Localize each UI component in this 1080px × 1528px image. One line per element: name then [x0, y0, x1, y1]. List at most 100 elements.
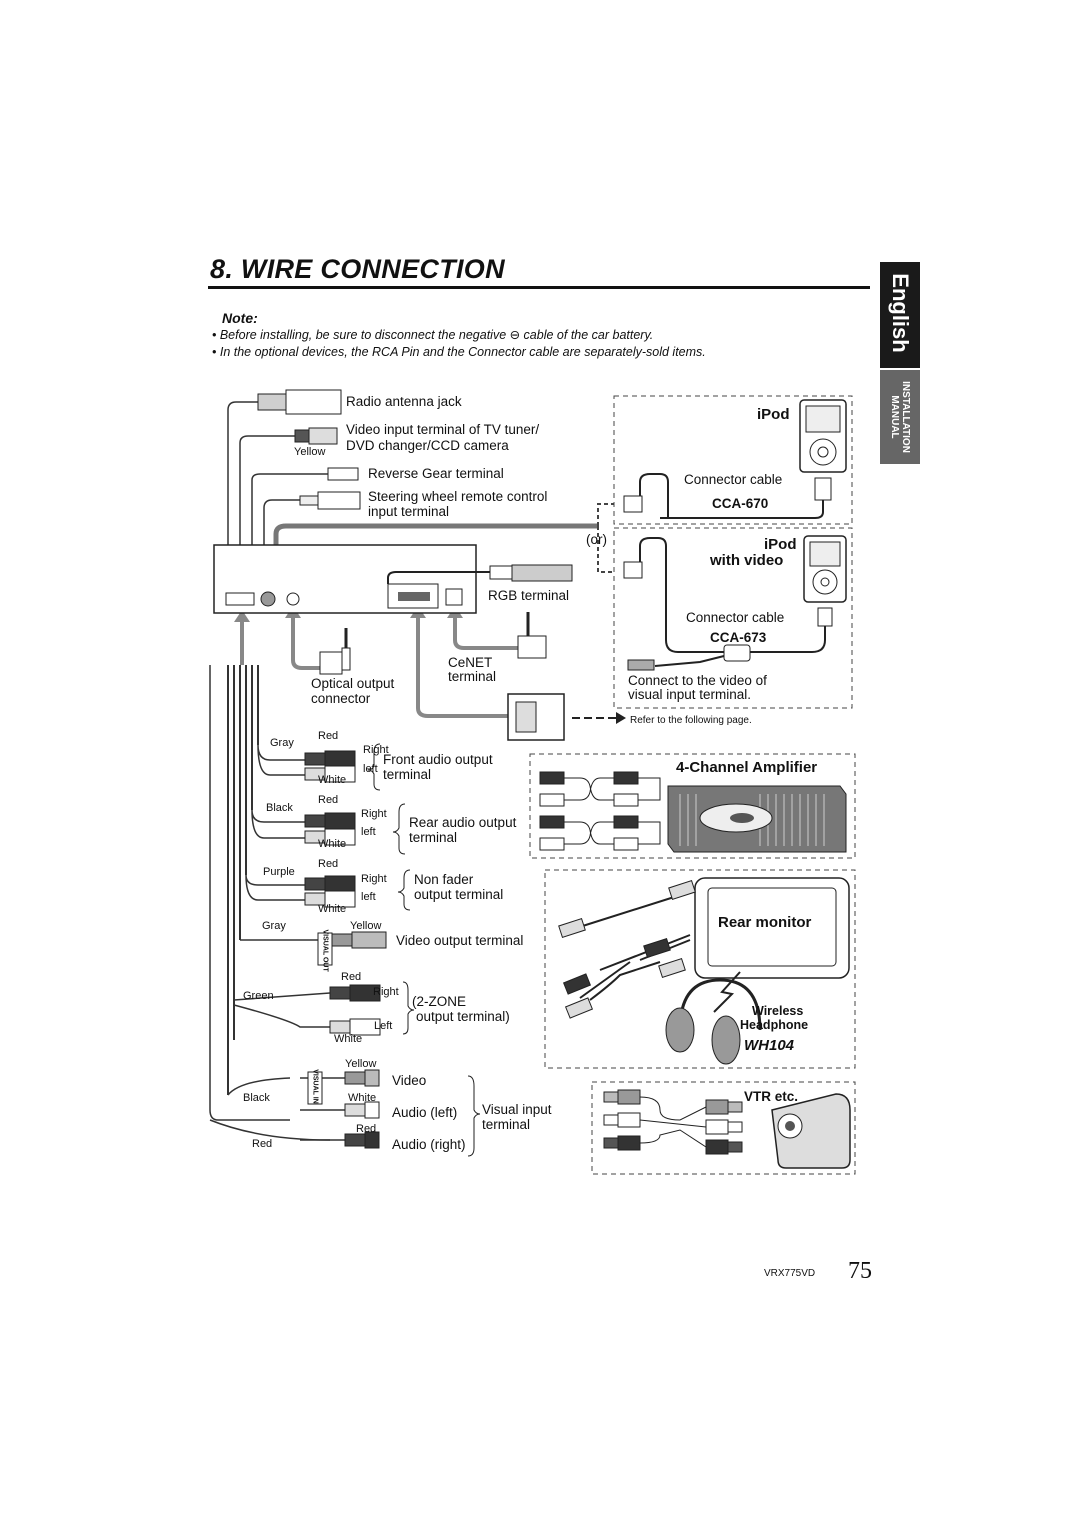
- or-label: (or): [586, 532, 607, 547]
- antenna-plug: [257, 393, 287, 411]
- zone-white: White: [334, 1033, 363, 1045]
- reverse-plug: [327, 467, 359, 481]
- rear-wire-color: Black: [266, 802, 293, 814]
- connect-video-label-2: visual input terminal.: [628, 687, 752, 702]
- monitor-box: [544, 869, 856, 1069]
- front-output-label-2: terminal: [383, 767, 432, 782]
- cenet-plug: [517, 635, 547, 659]
- vtr-label: VTR etc.: [744, 1089, 799, 1104]
- zone-wire-color: Green: [243, 990, 274, 1002]
- ipod-box: [613, 395, 853, 525]
- visual-in-white: White: [348, 1092, 377, 1104]
- ipod-cable-label: Connector cable: [684, 472, 783, 487]
- visual-out-plug-label: VISUAL OUT: [321, 929, 329, 972]
- rear-output-label-2: terminal: [409, 830, 458, 845]
- page-number: 75: [848, 1258, 872, 1284]
- camcorder-device: [771, 1093, 851, 1169]
- rear-left: left: [361, 826, 376, 838]
- steering-cable: [263, 499, 300, 545]
- visual-in-red: Red: [356, 1123, 377, 1135]
- head-unit: [213, 544, 477, 614]
- ipod-video-title-1: iPod: [764, 536, 797, 553]
- visual-in-plug-label: VISUAL IN: [311, 1069, 319, 1104]
- rear-red: Red: [318, 794, 339, 806]
- video-input-color: Yellow: [294, 446, 326, 458]
- zone-label-1: (2-ZONE: [412, 994, 466, 1009]
- reverse-gear-label: Reverse Gear terminal: [368, 466, 504, 481]
- rca-plugs: [304, 750, 387, 1149]
- zone-label-2: output terminal): [416, 1009, 510, 1024]
- cenet-label-1: CeNET: [448, 655, 493, 670]
- reverse-cable: [251, 473, 328, 545]
- optical-label-2: connector: [311, 691, 371, 706]
- rear-white: White: [318, 838, 347, 850]
- steering-plug: [299, 495, 319, 506]
- rear-output-label-1: Rear audio output: [409, 815, 517, 830]
- front-red: Red: [318, 730, 339, 742]
- note-line-1: • Before installing, be sure to disconne…: [212, 328, 654, 342]
- nonfader-red: Red: [318, 858, 339, 870]
- note-heading: Note:: [222, 310, 258, 326]
- harness-bundle: [227, 665, 259, 1095]
- headphone-device: [678, 978, 762, 1031]
- zone-red: Red: [341, 971, 362, 983]
- headphone-label-2: Headphone: [740, 1018, 809, 1032]
- steering-label-1: Steering wheel remote control: [368, 489, 548, 504]
- visual-in-black-wire: Black: [243, 1092, 270, 1104]
- video-in-plug: [294, 429, 310, 443]
- visual-in-audio-right: Audio (right): [392, 1137, 466, 1152]
- zone-right: Right: [373, 986, 399, 998]
- rgb-terminal-label: RGB terminal: [488, 588, 570, 603]
- cenet-label-2: terminal: [448, 669, 497, 684]
- visual-in-yellow: Yellow: [345, 1058, 377, 1070]
- video-input-label-1: Video input terminal of TV tuner/: [346, 422, 540, 437]
- connect-video-label-1: Connect to the video of: [628, 673, 767, 688]
- note-line-2: • In the optional devices, the RCA Pin a…: [212, 345, 706, 359]
- nonfader-right: Right: [361, 873, 387, 885]
- nonfader-wire-color: Purple: [263, 866, 295, 878]
- rgb-plug: [489, 565, 513, 580]
- front-right: Right: [363, 744, 389, 756]
- visual-in-video: Video: [392, 1073, 427, 1088]
- vtr-box: [591, 1081, 856, 1175]
- rear-monitor-label: Rear monitor: [718, 914, 812, 931]
- ipod-link-cable: [273, 523, 598, 545]
- headphone-label-1: Wireless: [752, 1004, 804, 1018]
- ipod-video-box: [613, 527, 853, 709]
- ipod-video-title-2: with video: [710, 552, 784, 569]
- video-out-yellow: Yellow: [350, 920, 382, 932]
- visual-in-audio-left: Audio (left): [392, 1105, 458, 1120]
- ipod-cable-model: CCA-670: [712, 496, 769, 511]
- ipod-video-cable-label: Connector cable: [686, 610, 785, 625]
- front-white: White: [318, 774, 347, 786]
- footer-model: VRX775VD: [764, 1268, 816, 1279]
- optical-plug: [319, 651, 343, 675]
- page-title: 8. WIRE CONNECTION: [210, 254, 505, 284]
- section-tab: INSTALLATION MANUAL: [880, 370, 920, 464]
- nonfader-label-2: output terminal: [414, 887, 504, 902]
- video-output-label: Video output terminal: [396, 933, 524, 948]
- refer-next-page: Refer to the following page.: [630, 715, 752, 726]
- steering-label-2: input terminal: [368, 504, 450, 519]
- ipod-title: iPod: [757, 406, 790, 423]
- nonfader-white: White: [318, 903, 347, 915]
- radio-antenna-label: Radio antenna jack: [346, 394, 462, 409]
- video-input-label-2: DVD changer/CCD camera: [346, 438, 509, 453]
- nonfader-left: left: [361, 891, 376, 903]
- front-left: left: [363, 763, 378, 775]
- title-rule: [208, 286, 870, 289]
- video-out-wire-color: Gray: [262, 920, 286, 932]
- amplifier-box: [529, 753, 856, 859]
- optical-label-1: Optical output: [311, 676, 395, 691]
- video-in-cable: [239, 435, 295, 545]
- amplifier-label: 4-Channel Amplifier: [676, 759, 818, 776]
- nonfader-label-1: Non fader: [414, 872, 474, 887]
- antenna-cable: [227, 401, 258, 545]
- rear-right: Right: [361, 808, 387, 820]
- zone-left: Left: [374, 1020, 393, 1032]
- headphone-model: WH104: [744, 1037, 795, 1054]
- visual-in-red-wire: Red: [252, 1138, 273, 1150]
- ipod-video-cable-model: CCA-673: [710, 630, 767, 645]
- visual-input-label-2: terminal: [482, 1117, 531, 1132]
